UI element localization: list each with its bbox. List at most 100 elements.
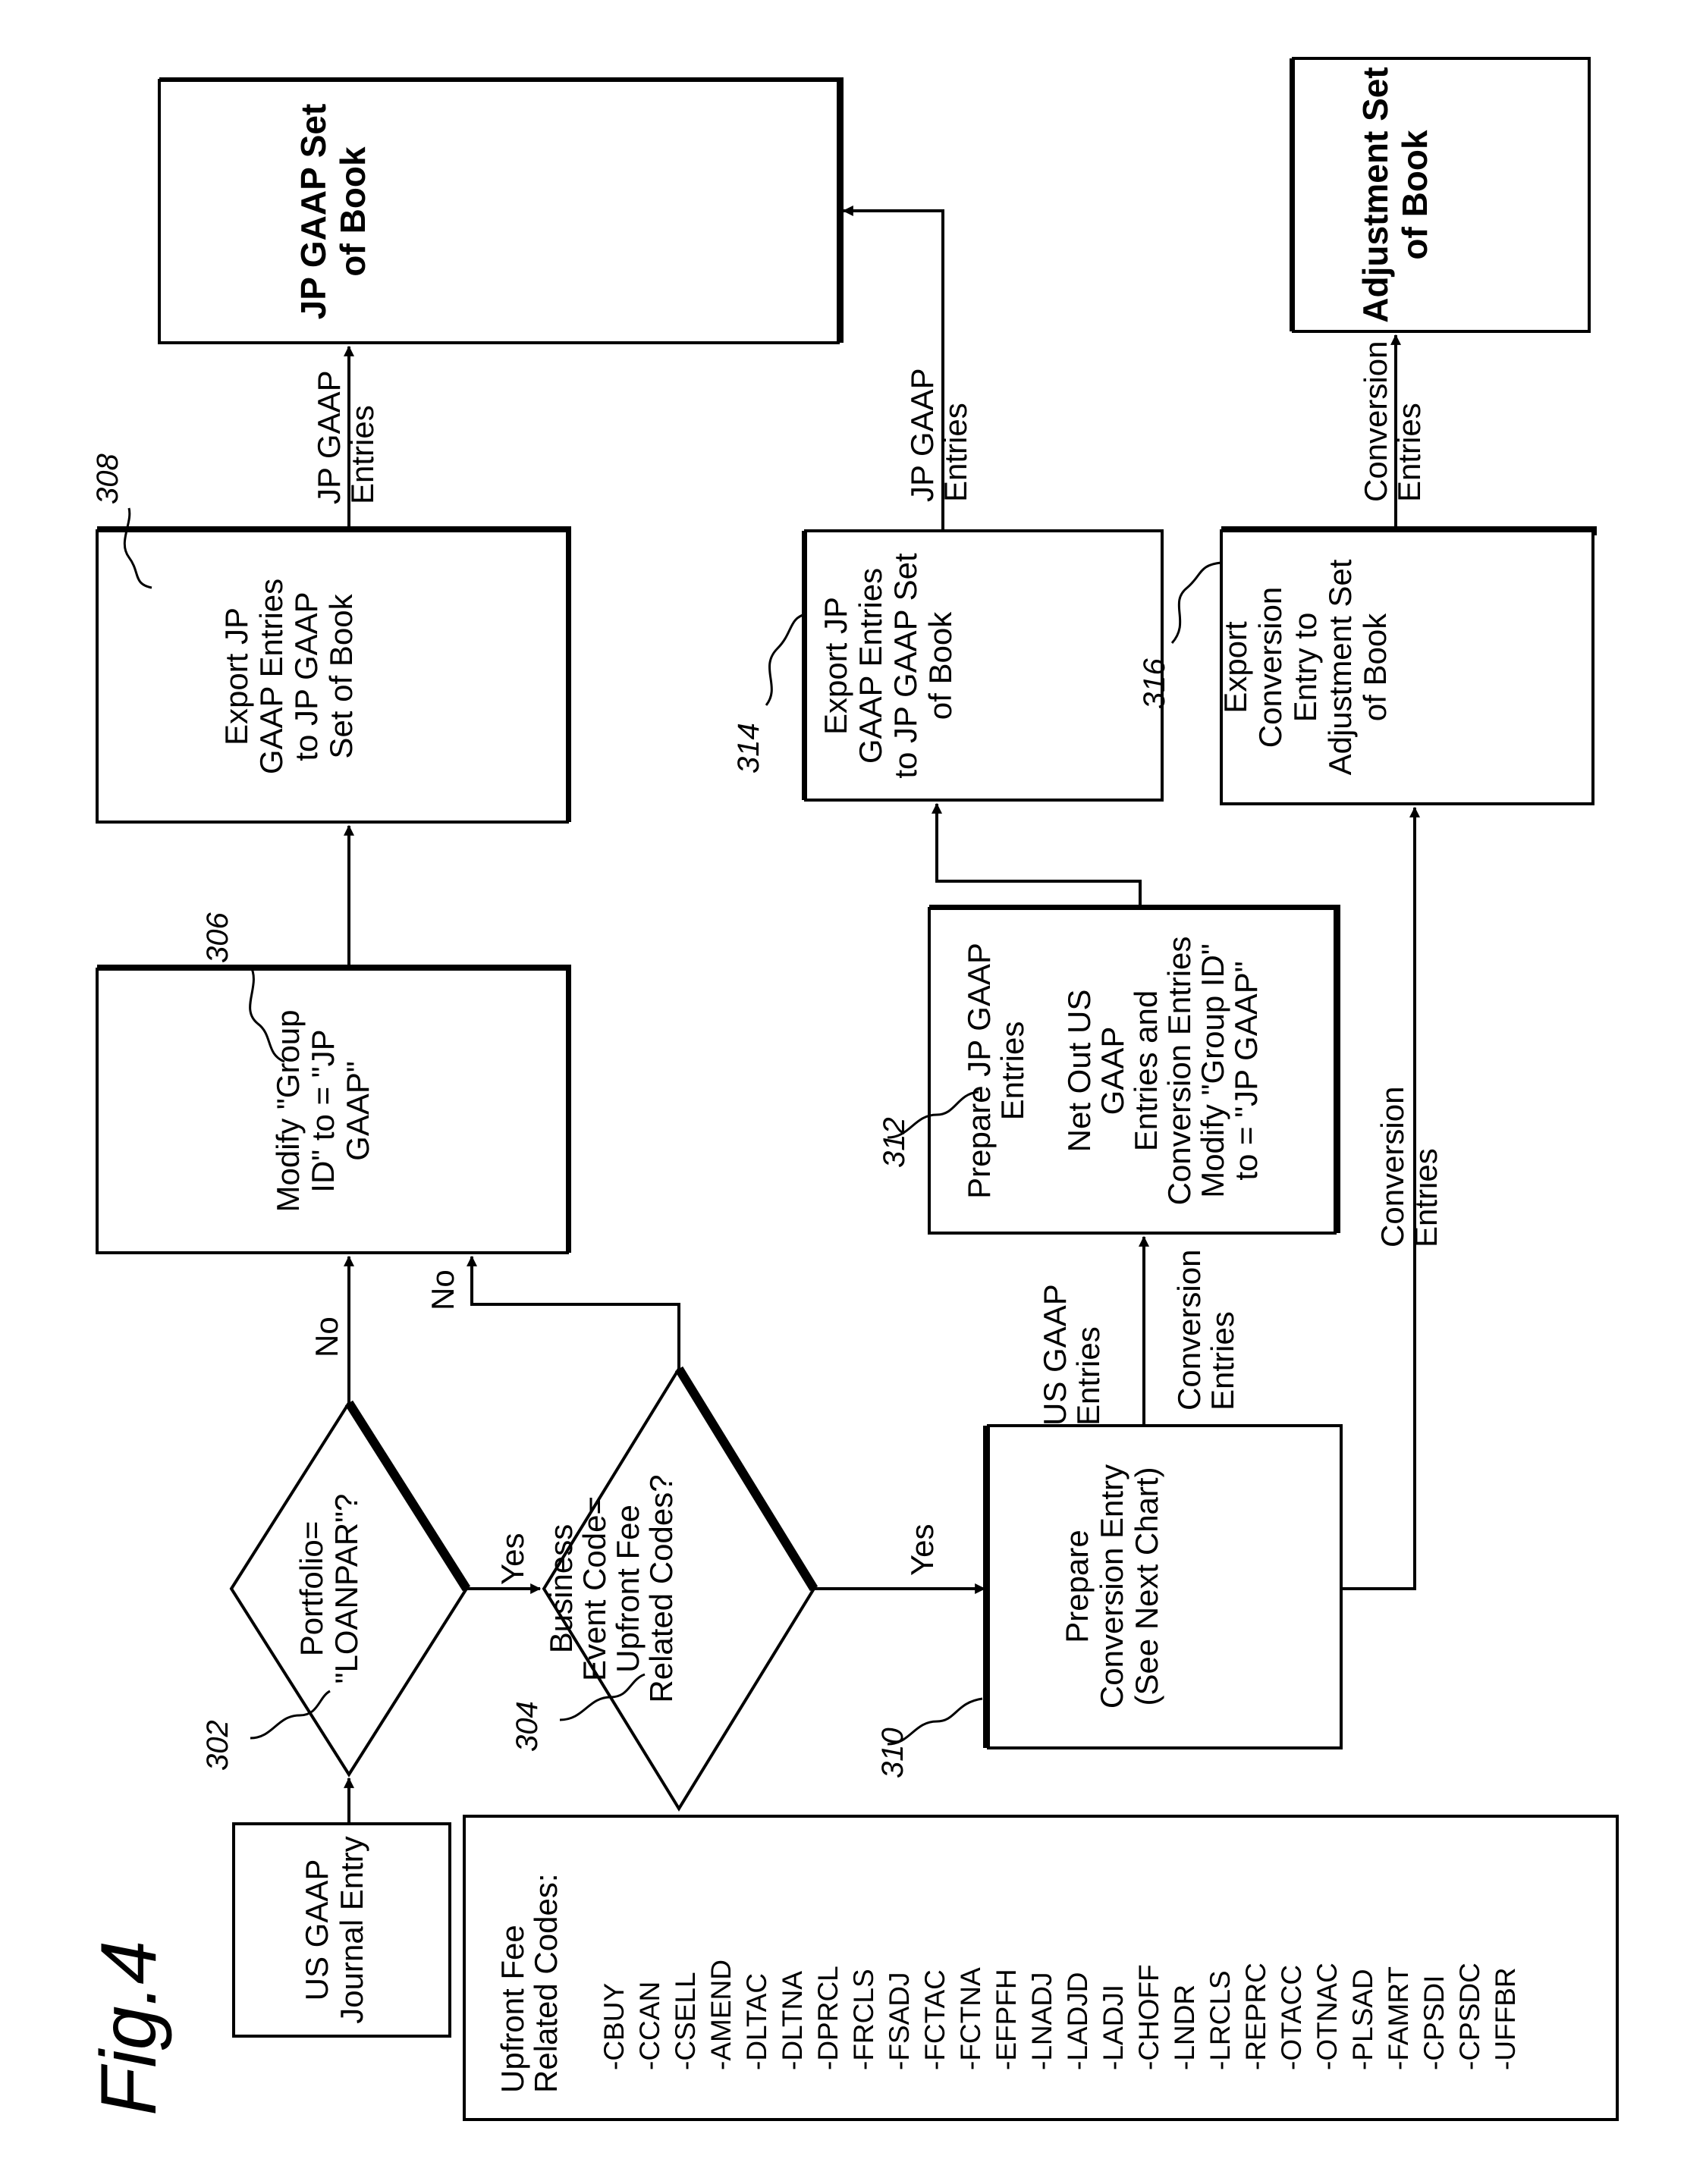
label-conversion-entries-mid-line: Conversion xyxy=(1171,1250,1207,1410)
codes-list-line: -CSELL xyxy=(670,1972,701,2070)
codes-list-line: -FCTAC xyxy=(919,1969,950,2070)
prepare-conversion-entry-box xyxy=(988,1426,1341,1748)
codes-list-line: -OTACC xyxy=(1276,1965,1307,2070)
label-no-2: No xyxy=(425,1269,460,1310)
codes-list-line: -LNDR xyxy=(1169,1985,1200,2070)
label-conversion-entries-mid-line: Entries xyxy=(1205,1311,1240,1410)
codes-list-line: -AMEND xyxy=(705,1960,737,2070)
prepare-jp-gaap-entries-text-line xyxy=(1028,1066,1063,1075)
modify-group-id-text-line: Modify "Group xyxy=(270,1009,306,1212)
jp-gaap-set-of-book-box xyxy=(159,80,838,343)
prepare-conversion-entry-text-line: Conversion Entry xyxy=(1094,1464,1129,1709)
export-jp-gaap-1-text-line: GAAP Entries xyxy=(253,579,289,774)
label-conversion-entries-top-line: Entries xyxy=(1391,403,1427,502)
export-conversion-entry-text-line: Adjustment Set xyxy=(1322,559,1358,775)
label-jp-gaap-entries-1-line: Entries xyxy=(344,405,380,504)
export-conversion-entry-text-line: of Book xyxy=(1357,613,1393,721)
codes-list-line: -LADJI xyxy=(1098,1985,1129,2070)
codes-list-box xyxy=(464,1816,1617,2120)
prepare-jp-gaap-entries-text-line: to = "JP GAAP" xyxy=(1228,961,1264,1180)
export-jp-gaap-2-text-line: to JP GAAP Set xyxy=(888,553,923,779)
prepare-jp-gaap-entries-text-line: Entries xyxy=(994,1021,1030,1121)
leader-316 xyxy=(1172,563,1221,643)
ref-310: 310 xyxy=(876,1727,910,1778)
codes-list-line: -CPSDI xyxy=(1419,1975,1450,2070)
export-conversion-entry-text-line: Conversion xyxy=(1252,587,1288,748)
adjustment-set-of-book-text-line: of Book xyxy=(1395,130,1434,260)
jp-gaap-set-of-book-text-line: of Book xyxy=(333,146,372,277)
export-conversion-entry-text-line: Entry to xyxy=(1287,613,1323,723)
codes-list-line: -LNADJ xyxy=(1026,1972,1057,2070)
label-yes-2: Yes xyxy=(904,1523,940,1576)
ref-312: 312 xyxy=(878,1117,911,1168)
modify-group-id-text-line: GAAP" xyxy=(340,1061,375,1161)
modify-group-id-text-line: ID" to = "JP xyxy=(305,1029,341,1192)
codes-list-line: -FSADJ xyxy=(884,1972,915,2071)
portfolio-decision-text-line: Portfolio= xyxy=(294,1521,329,1657)
export-jp-gaap-2-text-line: of Book xyxy=(922,611,958,720)
portfolio-decision-text-line: "LOANPAR"? xyxy=(328,1494,364,1684)
jp-gaap-set-of-book-text-line: JP GAAP Set xyxy=(294,104,333,320)
codes-list-line: -FAMRT xyxy=(1383,1966,1414,2070)
label-us-gaap-entries: US GAAPEntries xyxy=(1037,1284,1106,1426)
prepare-jp-gaap-entries-text-line: Net Out US xyxy=(1061,990,1097,1153)
codes-header-line: Upfront Fee xyxy=(495,1925,530,2093)
business-event-decision-text: BusinessEvent Code=Upfront FeeRelated Co… xyxy=(543,1474,679,1702)
prepare-jp-gaap-entries-text-line: Entries and xyxy=(1128,990,1164,1151)
business-event-decision-text-line: Business xyxy=(543,1524,579,1653)
portfolio-decision-text: Portfolio="LOANPAR"? xyxy=(294,1494,364,1684)
codes-list-line: -FRCLS xyxy=(848,1969,879,2070)
label-jp-gaap-entries-2-line: Entries xyxy=(938,403,973,502)
edge-304-no xyxy=(472,1257,679,1369)
codes-list-line: -LRCLS xyxy=(1205,1970,1236,2070)
codes-list-line: -CBUY xyxy=(599,1983,630,2070)
label-jp-gaap-entries-2-line: JP GAAP xyxy=(904,368,940,502)
us-gaap-entry-text-line: US GAAP xyxy=(299,1859,335,2001)
codes-list-line: -CPSDC xyxy=(1454,1963,1485,2070)
codes-list-line: -UFFBR xyxy=(1490,1967,1521,2070)
codes-list-line: -EFPFH xyxy=(991,1969,1022,2070)
ref-302: 302 xyxy=(201,1720,234,1771)
adjustment-set-of-book-box xyxy=(1293,58,1589,331)
ref-304: 304 xyxy=(511,1701,544,1752)
export-jp-gaap-1-text: Export JPGAAP Entriesto JP GAAPSet of Bo… xyxy=(218,579,359,774)
label-conversion-entries-bottom: ConversionEntries xyxy=(1375,1087,1444,1247)
codes-list-line: -DLTNA xyxy=(777,1971,808,2070)
codes-list-line: -OTNAC xyxy=(1312,1963,1343,2070)
leader-314 xyxy=(766,614,806,705)
export-jp-gaap-1-text-line: Set of Book xyxy=(323,593,359,758)
label-yes-1: Yes xyxy=(495,1533,530,1585)
codes-list-line: -DPRCL xyxy=(812,1966,844,2070)
prepare-jp-gaap-entries-text-line: GAAP xyxy=(1095,1027,1130,1116)
label-conversion-entries-mid: ConversionEntries xyxy=(1171,1250,1240,1410)
business-event-decision-text-line: Upfront Fee xyxy=(610,1505,646,1673)
export-jp-gaap-2-text-line: GAAP Entries xyxy=(853,568,888,764)
label-us-gaap-entries-line: US GAAP xyxy=(1037,1284,1073,1426)
codes-list-line: -REPRC xyxy=(1240,1963,1271,2070)
ref-308: 308 xyxy=(91,453,124,504)
label-jp-gaap-entries-1: JP GAAPEntries xyxy=(311,370,380,504)
prepare-jp-gaap-entries-text-line: Prepare JP GAAP xyxy=(961,943,997,1199)
label-jp-gaap-entries-1-line: JP GAAP xyxy=(311,370,347,504)
codes-list-line: -CCAN xyxy=(634,1982,665,2070)
codes-list-line: -CHOFF xyxy=(1133,1964,1164,2070)
ref-316: 316 xyxy=(1138,658,1171,709)
export-jp-gaap-1-text-line: Export JP xyxy=(218,607,254,745)
label-conversion-entries-top: ConversionEntries xyxy=(1358,341,1427,502)
codes-list-line: -LADJD xyxy=(1062,1972,1093,2070)
label-no-1: No xyxy=(309,1316,344,1357)
edge-312-to-314 xyxy=(937,804,1140,908)
codes-header-line: Related Codes: xyxy=(528,1873,564,2093)
label-conversion-entries-top-line: Conversion xyxy=(1358,341,1393,502)
label-us-gaap-entries-line: Entries xyxy=(1070,1326,1106,1426)
adjustment-set-of-book-text-line: Adjustment Set xyxy=(1356,67,1395,322)
codes-list-line: -DLTAC xyxy=(741,1973,772,2070)
figure-title: Fig.4 xyxy=(85,1941,173,2116)
codes-list-line: -PLSAD xyxy=(1347,1969,1378,2070)
label-conversion-entries-bottom-line: Conversion xyxy=(1375,1087,1410,1247)
prepare-conversion-entry-text-line: Prepare xyxy=(1059,1530,1095,1643)
us-gaap-entry-text-line: Journal Entry xyxy=(334,1836,369,2023)
codes-list-line: -FCTNA xyxy=(955,1967,986,2070)
